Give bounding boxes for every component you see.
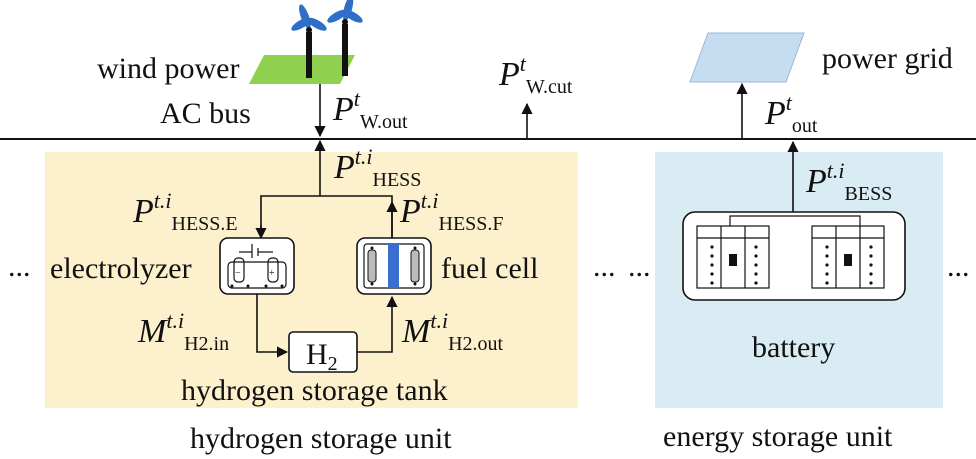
wind-power-label: wind power xyxy=(97,52,239,85)
hydrogen-storage-tank-label: hydrogen storage tank xyxy=(181,374,448,407)
fuel-cell-icon xyxy=(356,237,432,295)
hydrogen-storage-unit-label: hydrogen storage unit xyxy=(190,422,452,455)
electrolyzer-label: electrolyzer xyxy=(50,252,192,285)
electrolyzer-icon: − + xyxy=(219,237,295,295)
ellipsis-middle-1: ... xyxy=(593,250,616,283)
p-w-cut-label: PtW.cut xyxy=(498,51,573,98)
p-w-out-label: PtW.out xyxy=(332,86,408,133)
battery-icon xyxy=(682,211,906,301)
battery-label: battery xyxy=(752,331,835,364)
wind-field-ground xyxy=(249,55,355,84)
p-hess-f-label: Pt.iHESS.F xyxy=(399,188,504,235)
h2-in-flow-line xyxy=(256,294,289,358)
power-grid-label: power grid xyxy=(822,42,953,75)
wind-turbine-icon xyxy=(249,0,363,84)
ellipsis-left: ... xyxy=(8,250,31,283)
hydrogen-tank-icon xyxy=(288,331,358,373)
power-grid-icon xyxy=(689,32,805,83)
m-h2-out-label: Mt.iH2.out xyxy=(401,308,504,355)
svg-text:−: − xyxy=(235,268,241,279)
p-out-label: Ptout xyxy=(764,90,818,137)
energy-storage-unit-label: energy storage unit xyxy=(663,420,893,453)
p-hess-e-label: Pt.iHESS.E xyxy=(132,188,238,235)
p-bess-label: Pt.iBESS xyxy=(805,158,892,205)
h2-label: H2 xyxy=(306,338,338,375)
p-hess-label: Pt.iHESS xyxy=(333,144,421,191)
m-h2-in-label: Mt.iH2.in xyxy=(137,308,229,355)
svg-text:+: + xyxy=(269,268,275,279)
fuel-cell-label: fuel cell xyxy=(441,252,538,285)
h2-out-flow-line xyxy=(357,295,398,353)
ac-bus-label: AC bus xyxy=(160,97,251,130)
ellipsis-right: ... xyxy=(947,250,970,283)
ellipsis-middle-2: ... xyxy=(628,250,651,283)
